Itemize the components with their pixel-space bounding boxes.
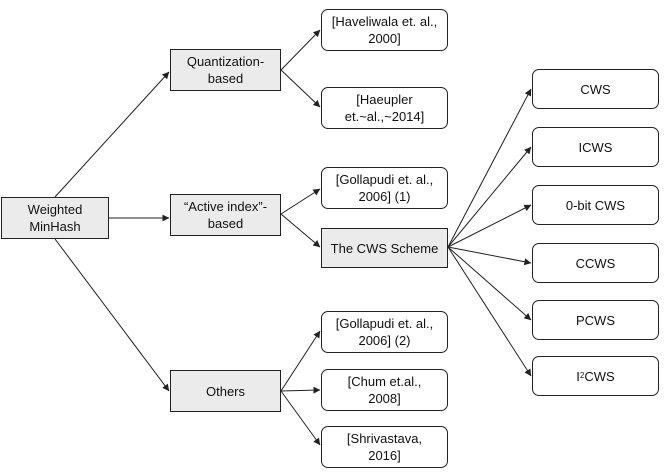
node-gollapudi-2006-2: [Gollapudi et. al., 2006] (2) <box>321 311 448 353</box>
i2cws-rest: CWS <box>584 368 615 384</box>
node-shrivastava-2016: [Shrivastava, 2016] <box>321 426 448 468</box>
edge-scheme-cws <box>447 88 532 248</box>
node-weighted-minhash: Weighted MinHash <box>1 197 109 239</box>
node-icws: ICWS <box>532 127 659 167</box>
node-0bit-cws: 0-bit CWS <box>532 185 659 225</box>
edge-others-shrivastava <box>280 390 321 446</box>
node-haveliwala-2000: [Haveliwala et. al., 2000] <box>321 9 448 51</box>
edge-scheme-i2cws <box>447 246 532 377</box>
edge-scheme-ccws <box>447 246 532 266</box>
edge-active-cws-scheme <box>280 213 321 248</box>
node-chum-2008: [Chum et.al., 2008] <box>321 369 448 411</box>
edge-root-others <box>54 238 170 392</box>
edge-others-chum <box>280 386 321 394</box>
edge-quantization-haeupler <box>280 69 321 108</box>
edge-scheme-0bit-cws <box>447 204 532 248</box>
edge-scheme-pcws <box>447 246 532 321</box>
i2cws-base: I <box>576 368 580 384</box>
node-active-index-based: “Active index”- based <box>170 194 281 236</box>
edge-others-gollapudi2 <box>280 330 321 392</box>
edge-active-gollapudi1 <box>280 188 321 215</box>
edge-root-quantization <box>54 71 170 198</box>
edge-scheme-icws <box>447 146 532 248</box>
node-cws-scheme: The CWS Scheme <box>321 228 448 268</box>
node-gollapudi-2006-1: [Gollapudi et. al., 2006] (1) <box>321 167 448 209</box>
node-haeupler-2014: [Haeupler et.~al.,~2014] <box>321 87 448 129</box>
node-cws: CWS <box>532 69 659 109</box>
edge-quantization-haveliwala <box>280 29 321 71</box>
node-ccws: CCWS <box>532 243 659 283</box>
node-quantization-based: Quantization- based <box>170 49 281 91</box>
node-pcws: PCWS <box>532 300 659 340</box>
node-others: Others <box>170 370 281 412</box>
